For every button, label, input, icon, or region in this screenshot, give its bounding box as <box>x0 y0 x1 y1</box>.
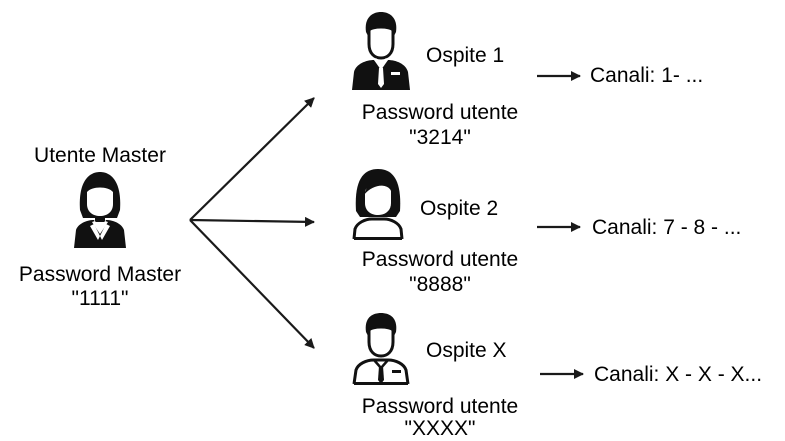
ospite-x-password-value: "XXXX" <box>404 417 476 440</box>
arrow-master-to-ospite-2 <box>189 216 315 227</box>
ospite-2-name: Ospite 2 <box>420 197 499 220</box>
ospite-1-password-label: Password utente <box>361 101 519 124</box>
ospite-x-channels: Canali: X - X - X... <box>594 363 763 386</box>
arrow-master-to-ospite-1 <box>189 97 315 221</box>
female-user-icon <box>352 169 404 240</box>
ospite-2-channels: Canali: 7 - 8 - ... <box>592 216 742 239</box>
ospite-2-password-value: "8888" <box>409 273 471 296</box>
businessman-icon <box>352 313 410 385</box>
arrow-master-to-ospite-x <box>189 219 315 349</box>
master-password-label: Password Master <box>18 263 182 286</box>
businessman-icon <box>352 12 410 90</box>
ospite-1-name: Ospite 1 <box>426 44 505 67</box>
ospite-1-password-value: "3214" <box>409 126 471 149</box>
master-password-value: "1111" <box>71 287 129 310</box>
female-user-icon <box>74 172 126 248</box>
master-title: Utente Master <box>34 144 166 167</box>
ospite-1-channels: Canali: 1- ... <box>590 64 704 87</box>
ospite-2-password-label: Password utente <box>361 248 519 271</box>
ospite-x-password-label: Password utente <box>361 395 519 418</box>
ospite-x-name: Ospite X <box>426 339 507 362</box>
